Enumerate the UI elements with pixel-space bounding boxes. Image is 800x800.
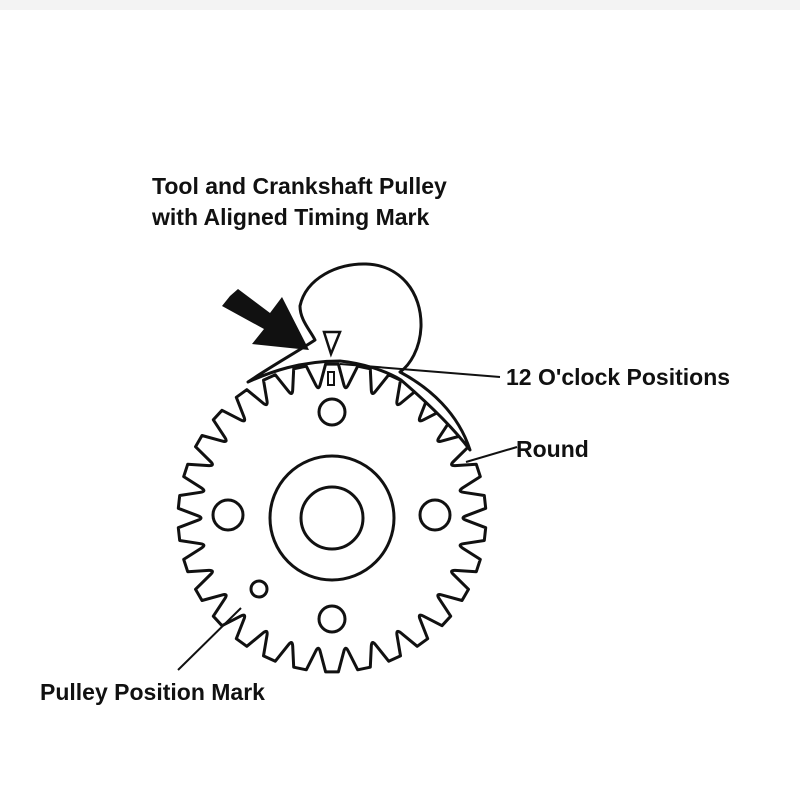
pulley-hub-outer: [268, 454, 396, 582]
label-pulley-position-mark: Pulley Position Mark: [40, 679, 265, 705]
top-strip: [0, 0, 800, 10]
direction-arrow: [222, 289, 309, 350]
figure-title-line2: with Aligned Timing Mark: [151, 204, 430, 230]
bolt-hole-top: [317, 397, 347, 427]
bolt-hole-right: [418, 498, 452, 532]
pulley-bore: [299, 485, 365, 551]
leader-12oclock: [339, 363, 501, 378]
label-round: Round: [516, 436, 589, 462]
figure-title-line1: Tool and Crankshaft Pulley: [152, 173, 447, 199]
bolt-hole-left: [211, 498, 245, 532]
pulley-position-mark-hole: [249, 579, 269, 599]
leader-position-mark: [177, 607, 242, 671]
leader-round: [465, 446, 518, 463]
bolt-hole-bottom: [317, 604, 347, 634]
pulley-timing-notch: [327, 371, 335, 386]
alignment-tool-body: [246, 262, 472, 452]
label-12oclock-positions: 12 O'clock Positions: [506, 364, 730, 390]
tool-timing-mark: [322, 330, 342, 358]
